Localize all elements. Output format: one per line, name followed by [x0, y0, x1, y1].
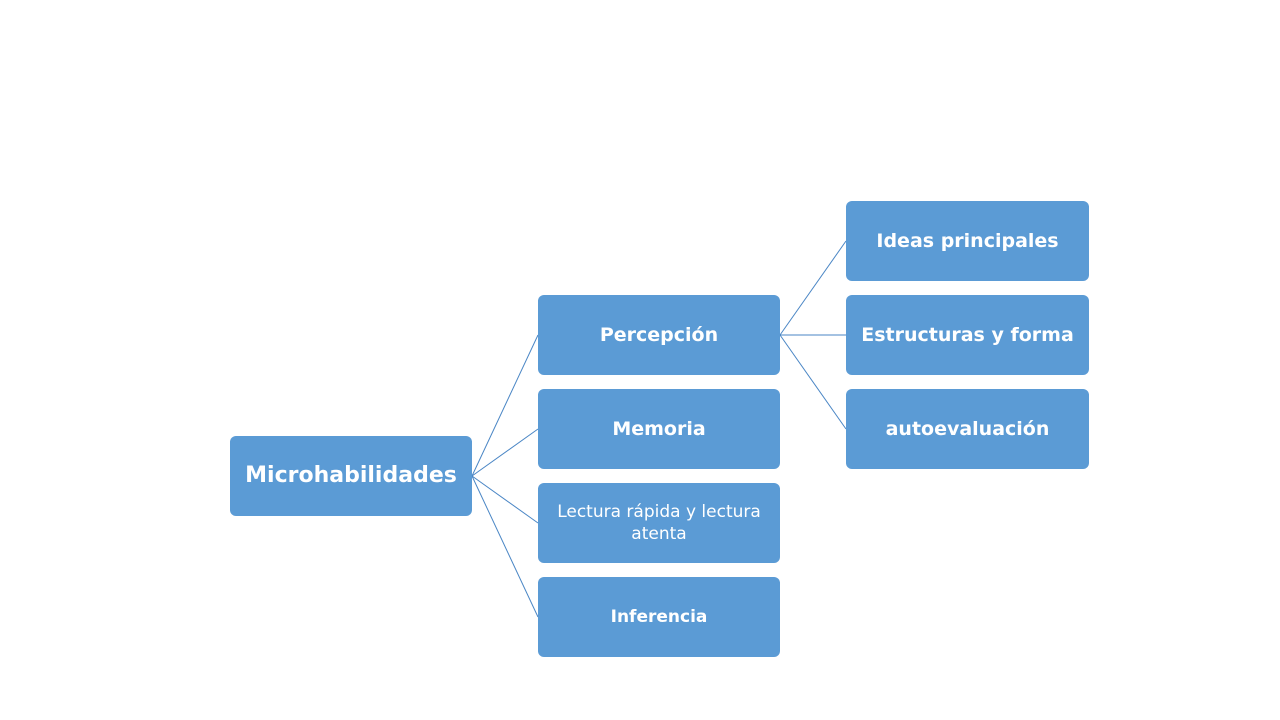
root-node: Microhabilidades [230, 436, 472, 516]
connector-root-inferencia [471, 475, 539, 618]
node-autoevaluacion: autoevaluación [846, 389, 1089, 469]
node-lectura: Lectura rápida y lectura atenta [538, 483, 780, 563]
node-memoria: Memoria [538, 389, 780, 469]
connector-root-percepcion [471, 334, 539, 477]
connector-root-lectura [471, 475, 539, 524]
node-ideas-principales: Ideas principales [846, 201, 1089, 281]
connector-percepcion-autoeval [779, 334, 847, 430]
node-inferencia: Inferencia [538, 577, 780, 657]
node-estructuras-forma: Estructuras y forma [846, 295, 1089, 375]
connector-root-memoria [471, 428, 539, 477]
connector-percepcion-ideas [779, 240, 847, 336]
node-percepcion: Percepción [538, 295, 780, 375]
